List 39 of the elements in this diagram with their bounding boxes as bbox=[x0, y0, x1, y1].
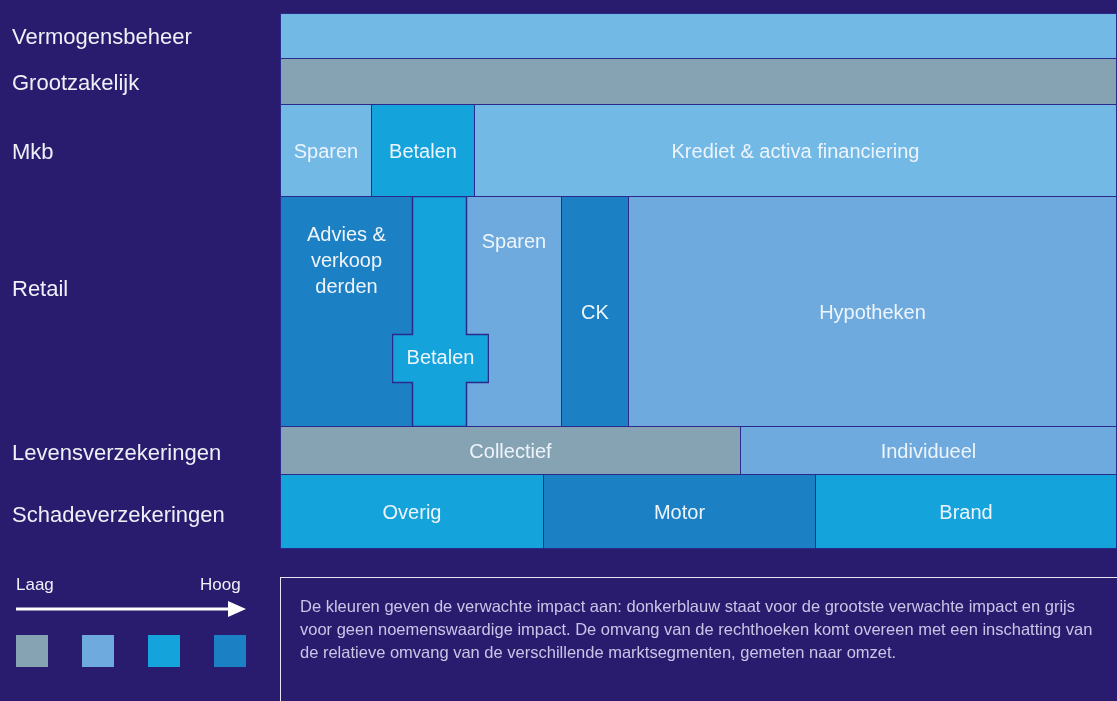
row-label: Vermogensbeheer bbox=[12, 24, 192, 50]
segment-label: CK bbox=[581, 299, 609, 325]
segment-bar bbox=[280, 13, 1117, 59]
color-swatch bbox=[82, 635, 114, 667]
segment-label: Brand bbox=[939, 499, 993, 525]
segment-block bbox=[561, 196, 629, 427]
segment-bar bbox=[280, 58, 1117, 105]
segment-label: Individueel bbox=[880, 438, 977, 464]
row-label: Retail bbox=[12, 276, 69, 302]
scale-label: Hoog bbox=[200, 575, 241, 595]
segment-block bbox=[280, 426, 741, 475]
segment-label: Sparen bbox=[481, 229, 547, 254]
segment-block bbox=[474, 104, 1117, 197]
segment-block bbox=[280, 104, 372, 197]
segment-label: Collectief bbox=[469, 438, 552, 464]
color-swatch bbox=[148, 635, 180, 667]
segment-block bbox=[815, 474, 1117, 549]
segment-label: Overig bbox=[382, 499, 442, 525]
row-label: Levensverzekeringen bbox=[12, 440, 222, 466]
note-text: De kleuren geven de verwachte impact aan: donkerblauw staat voor de grootste verwachte impact en grijs voor geen noemenswaardige impact. De omvang van de rechthoeken komt overeen met een inschatting van de relatieve omvang van de verschillende marktsegmenten, gemeten naar omzet. bbox=[300, 596, 1094, 663]
segment-label: Advies & verkoop derden bbox=[306, 222, 387, 299]
segment-label: Betalen bbox=[406, 345, 475, 370]
segment-block bbox=[740, 426, 1117, 475]
segment-block bbox=[543, 474, 816, 549]
color-swatch bbox=[16, 635, 48, 667]
row-label: Schadeverzekeringen bbox=[12, 502, 225, 528]
row-label: Mkb bbox=[12, 139, 54, 165]
segment-block bbox=[628, 196, 1117, 427]
row-label: Grootzakelijk bbox=[12, 70, 140, 96]
note-box bbox=[280, 577, 1117, 701]
segment-label: Hypotheken bbox=[819, 299, 926, 325]
segment-block bbox=[280, 474, 544, 549]
segment-label: Sparen bbox=[293, 138, 359, 164]
color-swatch bbox=[214, 635, 246, 667]
scale-label: Laag bbox=[16, 575, 54, 595]
segment-block bbox=[371, 104, 475, 197]
segment-label: Motor bbox=[653, 499, 706, 525]
segment-label: Krediet & activa financiering bbox=[671, 138, 920, 164]
segment-label: Betalen bbox=[389, 138, 457, 164]
